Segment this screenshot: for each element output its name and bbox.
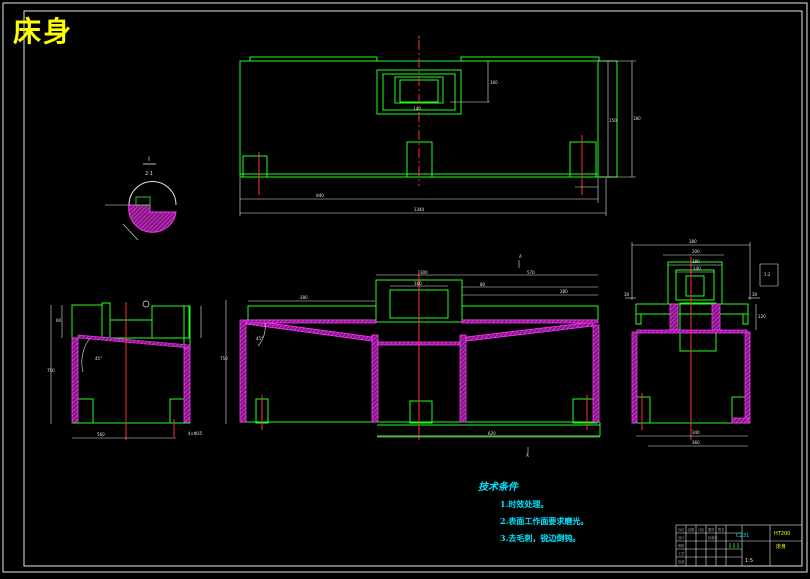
svg-text:280: 280	[560, 289, 568, 294]
svg-text:360: 360	[692, 440, 700, 445]
notes-item-3: 3.去毛刺，锐边倒钝。	[500, 533, 581, 543]
svg-text:200: 200	[692, 249, 700, 254]
title-block-ticks	[729, 543, 739, 548]
svg-text:批准: 批准	[678, 559, 685, 564]
drawing-title: 床身	[13, 15, 74, 48]
svg-text:60: 60	[56, 318, 62, 323]
inner-frame	[23, 10, 803, 567]
svg-text:160: 160	[490, 80, 498, 85]
svg-text:750: 750	[47, 368, 55, 373]
title-block-material: HT200	[774, 531, 791, 537]
svg-text:80: 80	[480, 282, 486, 287]
svg-text:150: 150	[609, 118, 617, 123]
title-block	[675, 524, 803, 567]
svg-text:840: 840	[316, 193, 324, 198]
svg-text:标记: 标记	[678, 527, 685, 532]
svg-text:570: 570	[527, 270, 535, 275]
svg-text:工艺: 工艺	[678, 551, 684, 556]
svg-text:签名: 签名	[718, 527, 724, 532]
svg-text:300: 300	[420, 270, 428, 275]
detail-scale: 2:1	[145, 171, 153, 177]
title-block-scale: 1:5	[745, 558, 754, 564]
svg-text:1:2: 1:2	[764, 272, 771, 277]
svg-text:180: 180	[692, 259, 700, 264]
title-block-fill-marks: 标记 处数 分区 更改 签名 设计 审核 工艺 批准 标准化	[678, 527, 724, 564]
svg-text:560: 560	[97, 432, 105, 437]
svg-text:180: 180	[633, 116, 641, 121]
svg-text:140: 140	[693, 266, 701, 271]
svg-text:140: 140	[413, 106, 421, 111]
title-block-part-name: 床身	[776, 544, 787, 550]
svg-text:620: 620	[488, 431, 496, 436]
svg-text:1340: 1340	[414, 207, 425, 212]
top-view: I 1340 840 160 180 150 140	[239, 35, 641, 216]
notes-item-1: 1.时效处理。	[500, 499, 549, 509]
svg-text:4×Φ35: 4×Φ35	[188, 431, 203, 436]
technical-notes: 技术条件 1.时效处理。 2.表面工作面要求磨光。 3.去毛刺，锐边倒钝。	[478, 478, 588, 550]
svg-text:设计: 设计	[678, 535, 685, 540]
notes-title: 技术条件	[478, 482, 518, 493]
svg-text:750: 750	[220, 356, 228, 361]
svg-text:I: I	[418, 35, 419, 40]
svg-text:280: 280	[300, 295, 308, 300]
svg-text:标准化: 标准化	[708, 535, 718, 540]
left-side-view: 750 60 560 4×Φ35 45°	[47, 300, 203, 440]
right-side-view: 380 200 180 140 340 360 120 30 30 1:2	[624, 239, 779, 447]
svg-text:160: 160	[414, 281, 422, 286]
svg-text:120: 120	[758, 314, 766, 319]
title-block-drawing-no: CZ31	[736, 533, 750, 539]
svg-text:380: 380	[689, 239, 697, 244]
svg-text:A: A	[526, 453, 529, 458]
svg-text:处数: 处数	[688, 527, 695, 532]
front-section-view: 300 570 80 280 160 280 750 620 A A 45°	[220, 254, 601, 458]
svg-text:30: 30	[752, 292, 758, 297]
detail-label: I	[148, 156, 150, 163]
svg-text:分区: 分区	[698, 527, 705, 532]
svg-text:审核: 审核	[678, 543, 685, 548]
detail-i: I 2:1	[105, 156, 177, 241]
svg-text:30: 30	[624, 292, 630, 297]
svg-text:A: A	[519, 254, 522, 259]
svg-text:340: 340	[692, 430, 700, 435]
svg-text:更改: 更改	[708, 527, 715, 532]
svg-text:45°: 45°	[256, 336, 263, 341]
notes-item-2: 2.表面工作面要求磨光。	[500, 516, 589, 526]
svg-text:45°: 45°	[95, 356, 102, 361]
